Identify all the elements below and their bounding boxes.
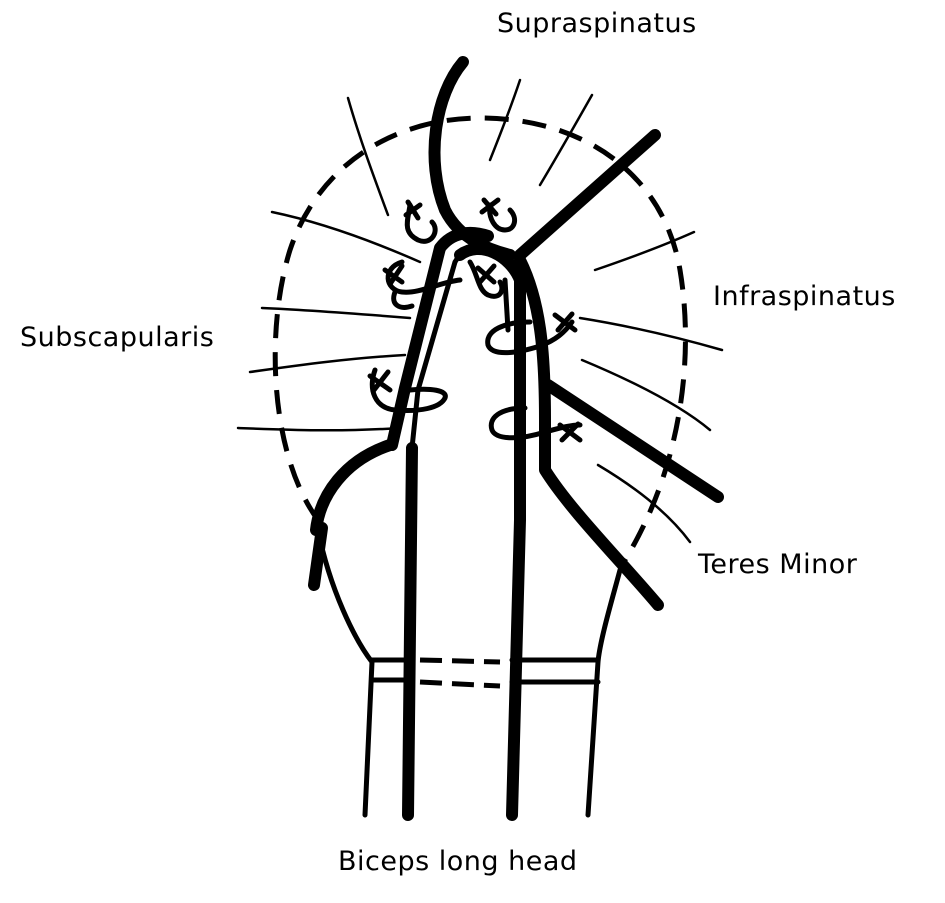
subscapularis-stub [308,522,328,591]
suture-loop [485,319,575,356]
subscapularis-label: Subscapularis [20,322,215,353]
suture-loop [467,259,505,299]
subscapularis-border [310,439,396,536]
teres-border [514,254,664,611]
suture-loop [385,259,463,295]
fiber-line [593,230,696,272]
humerus-shaft-left [315,527,375,818]
suture-loop [487,202,518,233]
suture-loop [479,197,501,217]
infraspinatus-label: Infraspinatus [713,281,896,312]
suture-loop [552,311,578,333]
biceps-left-wall [402,442,418,821]
biceps-tendon-right [502,277,511,333]
fiber-line [578,316,724,352]
suture-loop [382,263,405,287]
fiber-line [580,358,712,432]
suture-loop [475,263,497,285]
suture-loop [367,369,393,393]
fiber-line [248,353,407,374]
suture-loop [369,367,448,413]
fiber-line [538,93,594,187]
suture-loop [404,202,438,244]
suture-loop [557,421,583,443]
fiber-line [270,210,422,264]
transverse-ligament-bottom-dash [419,679,501,689]
fiber-line [596,463,692,544]
suture-loop [391,289,415,310]
fiber-line [346,96,390,217]
biceps-right-wall [506,269,526,821]
infraspinatus-tendon [514,129,661,261]
supraspinatus-label: Supraspinatus [497,8,697,39]
fiber-line [260,306,412,320]
transverse-ligament-top-dash [419,657,501,665]
biceps-long-head-label: Biceps long head [338,846,578,877]
fiber-line [236,426,402,432]
teres-minor-label: Teres Minor [698,549,858,580]
humeral-head-outline [272,115,688,562]
humerus-shaft-right [585,567,623,818]
teres-minor-tendon [542,379,724,503]
biceps-tendon-left [409,246,481,451]
biceps-left-outer [386,226,494,451]
fiber-line [488,78,522,162]
suture-loop [403,199,423,221]
